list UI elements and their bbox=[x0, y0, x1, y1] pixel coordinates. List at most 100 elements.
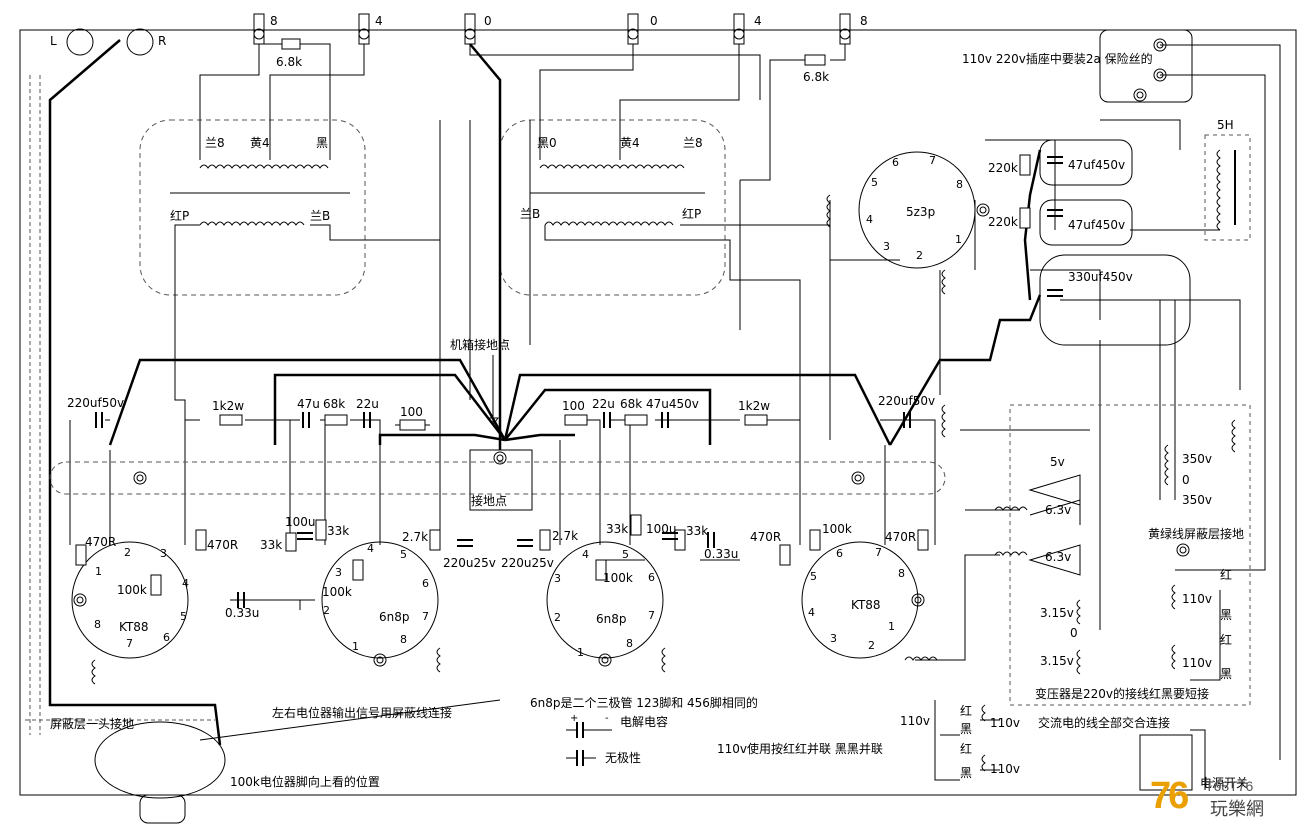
6n8p-right-socket bbox=[546, 541, 664, 659]
r-470R-r2: 470R bbox=[885, 530, 917, 544]
6n8p-left-socket bbox=[321, 541, 439, 659]
r-33k-r1: 33k bbox=[606, 522, 629, 536]
c-033u-right: 0.33u bbox=[704, 547, 739, 561]
c-220uf50v-left: 220uf50v bbox=[67, 396, 125, 410]
tube-6n8p-right: 6n8p bbox=[596, 612, 627, 626]
kt88r-pin3: 3 bbox=[830, 632, 837, 645]
c-220u25v-left: 220u25v bbox=[443, 556, 496, 570]
chassis-ground-label: 机箱接地点 bbox=[450, 338, 511, 352]
6n8pl-pin4: 4 bbox=[367, 542, 374, 555]
5z3p-pin2: 2 bbox=[916, 249, 923, 262]
pt-3v15-a: 3.15v bbox=[1040, 606, 1074, 620]
r-220k-1: 220k bbox=[988, 161, 1018, 175]
c-033u-left: 0.33u bbox=[225, 606, 260, 620]
6n8pr-pin5: 5 bbox=[622, 548, 629, 561]
kt88r-pin5: 5 bbox=[810, 570, 817, 583]
ot-right-blue8: 兰8 bbox=[683, 136, 703, 150]
pt-6v3-b: 6.3v bbox=[1045, 550, 1072, 564]
kt88-left-socket bbox=[71, 541, 189, 659]
tube-kt88-right: KT88 bbox=[851, 598, 881, 612]
5z3p-pin8: 8 bbox=[956, 178, 963, 191]
pot-R-circle bbox=[126, 28, 154, 56]
filter-caps bbox=[1039, 139, 1191, 346]
kt88r-pin6: 6 bbox=[836, 547, 843, 560]
c-47uf450v-1: 47uf450v bbox=[1068, 158, 1126, 172]
pot-bottom-view-note: 100k电位器脚向上看的位置 bbox=[230, 775, 380, 789]
r-100k-r2: 100k bbox=[822, 522, 852, 536]
cap-minus: - bbox=[605, 713, 609, 724]
pt-3v15-b: 3.15v bbox=[1040, 654, 1074, 668]
6n8pl-pin2: 2 bbox=[323, 604, 330, 617]
kt88r-pin8: 8 bbox=[898, 567, 905, 580]
pt-110v-a: 110v bbox=[1182, 592, 1213, 606]
ot-right-black0: 黑0 bbox=[537, 136, 557, 150]
tube-5z3p: 5z3p bbox=[906, 205, 936, 219]
c-330uf450v: 330uf450v bbox=[1068, 270, 1133, 284]
6n8pl-pin5: 5 bbox=[400, 548, 407, 561]
v110-r2: 110v bbox=[990, 762, 1021, 776]
site-logo: 76 T68T76 玩樂網 bbox=[1150, 775, 1300, 825]
term-right-4: 4 bbox=[754, 14, 762, 28]
pt-350v-0: 0 bbox=[1182, 473, 1190, 487]
6n8pr-pin2: 2 bbox=[554, 611, 561, 624]
r-6k8-left: 6.8k bbox=[276, 55, 303, 69]
pt-windings bbox=[91, 194, 1236, 772]
r-100k-r: 100k bbox=[603, 571, 633, 585]
fuse-note: 110v 220v插座中要装2a 保险丝的 bbox=[962, 52, 1153, 66]
v110-r1: 110v bbox=[990, 716, 1021, 730]
left-primary-coil bbox=[199, 221, 305, 226]
r-220k-2: 220k bbox=[988, 215, 1018, 229]
kt88r-pin4: 4 bbox=[808, 606, 815, 619]
5z3p-pin3: 3 bbox=[883, 240, 890, 253]
c-47uf450v-2: 47uf450v bbox=[1068, 218, 1126, 232]
left-output-transformer bbox=[139, 119, 366, 296]
term-right-0: 0 bbox=[650, 14, 658, 28]
5z3p-pin6: 6 bbox=[892, 156, 899, 169]
c-47u450v-right: 47u450v bbox=[646, 397, 699, 411]
5z3p-pin4: 4 bbox=[866, 213, 873, 226]
6n8pl-pin6: 6 bbox=[422, 577, 429, 590]
pt-5v: 5v bbox=[1050, 455, 1065, 469]
term-right-8: 8 bbox=[860, 14, 868, 28]
power-transformer-box bbox=[1009, 404, 1251, 706]
r-100k-l: 100k bbox=[117, 583, 147, 597]
6n8pr-pin3: 3 bbox=[554, 572, 561, 585]
kt88l-pin4: 4 bbox=[182, 577, 189, 590]
6n8pr-pin1: 1 bbox=[577, 646, 584, 659]
c-22u-left: 22u bbox=[356, 397, 379, 411]
6n8pr-pin6: 6 bbox=[648, 571, 655, 584]
kt88l-pin7: 7 bbox=[126, 637, 133, 650]
term-left-8: 8 bbox=[270, 14, 278, 28]
r-2k7-r: 2.7k bbox=[552, 529, 579, 543]
term-left-4: 4 bbox=[375, 14, 383, 28]
ac-note: 交流电的线全部交合连接 bbox=[1038, 716, 1171, 730]
kt88l-pin2: 2 bbox=[124, 546, 131, 559]
r-100k-l2: 100k bbox=[322, 585, 352, 599]
r-1k2w-left: 1k2w bbox=[212, 399, 245, 413]
tube-6n8p-left: 6n8p bbox=[379, 610, 410, 624]
ot-left-blue8: 兰8 bbox=[205, 136, 225, 150]
pot-L-label: L bbox=[50, 34, 57, 48]
6n8pr-pin8: 8 bbox=[626, 637, 633, 650]
pot-L-circle bbox=[66, 28, 94, 56]
ot-right-blueB: 兰B bbox=[520, 207, 541, 221]
nonpolar-label: 无极性 bbox=[605, 751, 642, 765]
ground-bus-band bbox=[49, 461, 946, 495]
pt-350v-a: 350v bbox=[1182, 452, 1213, 466]
6n8pl-pin7: 7 bbox=[422, 610, 429, 623]
kt88l-pin3: 3 bbox=[160, 547, 167, 560]
red-b: 红 bbox=[960, 742, 973, 756]
choke-5H: 5H bbox=[1217, 118, 1234, 132]
red-a: 红 bbox=[960, 704, 973, 718]
kt88l-pin1: 1 bbox=[95, 565, 102, 578]
tube-kt88-left: KT88 bbox=[119, 620, 149, 634]
c-100u-right: 100u bbox=[646, 522, 677, 536]
electrolytic-label: 电解电容 bbox=[620, 715, 669, 729]
logo-number: 76 bbox=[1150, 775, 1189, 817]
pot-bottom-view bbox=[94, 721, 226, 799]
ac-socket bbox=[1099, 29, 1193, 103]
c-220u25v-right: 220u25v bbox=[501, 556, 554, 570]
kt88l-pin6: 6 bbox=[163, 631, 170, 644]
kt88r-pin1: 1 bbox=[888, 620, 895, 633]
